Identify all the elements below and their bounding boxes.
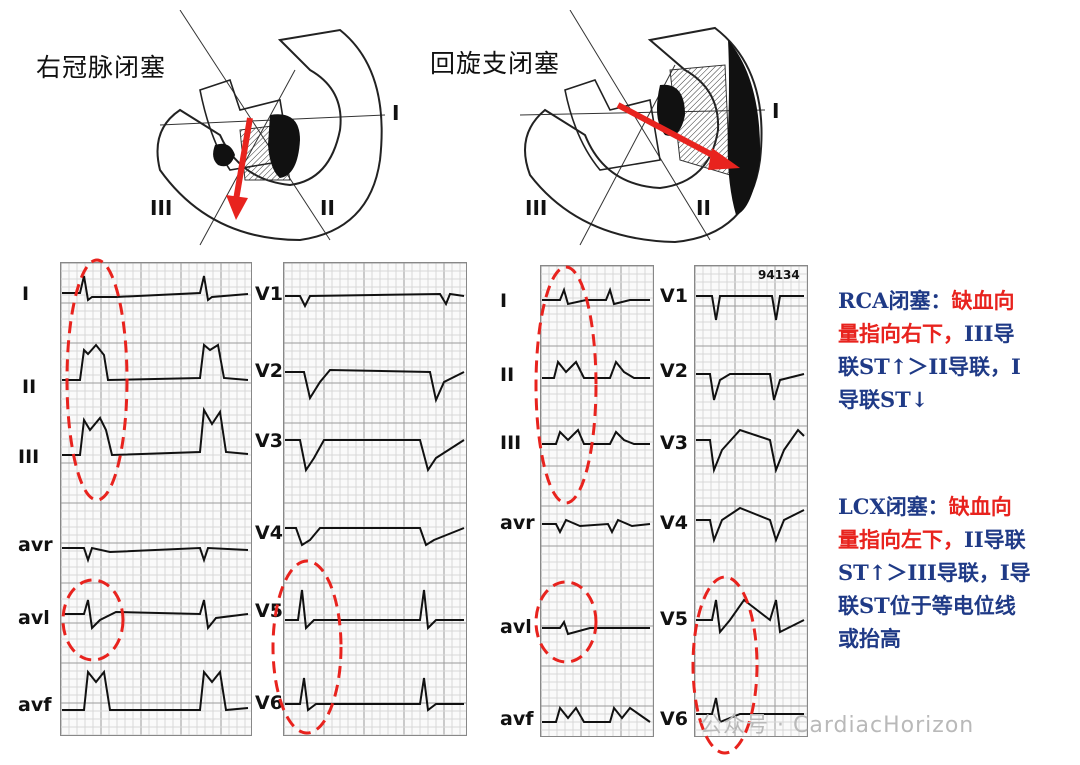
rca-highlight-v5v6 (271, 559, 343, 735)
rca-chest-grid (284, 263, 466, 735)
lcx-lead-V5: V5 (660, 608, 688, 630)
rca-wave-V5 (285, 589, 464, 631)
lcx-note-line2-blue: II导联 (964, 527, 1026, 552)
rca-note: RCA闭塞：缺血向 量指向右下，III导 联ST↑＞II导联，I 导联ST↓ (838, 284, 1021, 416)
rca-wave-avf (62, 669, 249, 712)
lcx-note-line5: 或抬高 (838, 626, 901, 651)
rca-wave-avl (62, 599, 249, 631)
lcx-wave-II (542, 359, 650, 379)
rca-axis-III: III (150, 196, 172, 220)
lcx-note-line3: ST↑＞III导联，I导 (838, 560, 1031, 585)
rca-wave-V4 (285, 527, 465, 547)
lcx-axis-II: II (696, 196, 711, 220)
rca-note-line1-red: 缺血向 (951, 288, 1015, 313)
rca-note-line2-blue: III导 (964, 321, 1015, 346)
lcx-highlight-avl (534, 580, 598, 664)
lcx-heart-diagram: I III II (519, 10, 779, 246)
lcx-lead-II: II (500, 364, 515, 386)
rca-note-line2-red: 量指向右下， (838, 321, 964, 346)
lcx-lead-V1: V1 (660, 285, 688, 307)
rca-wave-V3 (285, 439, 465, 473)
lcx-wave-I (542, 286, 650, 306)
rca-lead-V1: V1 (255, 283, 283, 305)
watermark: 公众号 · CardiacHorizon (700, 713, 975, 738)
rca-heart-diagram: I III II (150, 10, 399, 246)
rca-chest-ecg-strip (283, 262, 467, 736)
lcx-lead-V3: V3 (660, 432, 688, 454)
rca-limb-grid (61, 263, 251, 735)
lcx-wave-V2 (696, 373, 805, 401)
rca-lead-II: II (22, 376, 37, 398)
lcx-lead-V6: V6 (660, 708, 688, 730)
lcx-chest-ecg-strip (694, 265, 808, 737)
rca-lead-V6: V6 (255, 692, 283, 714)
lcx-lead-V2: V2 (660, 360, 688, 382)
rca-wave-V2 (285, 368, 465, 404)
rca-lead-avl: avl (18, 607, 50, 629)
rca-lead-V3: V3 (255, 430, 283, 452)
rca-title: 右冠脉闭塞 (36, 53, 167, 82)
lcx-lead-avr: avr (500, 512, 535, 534)
rca-highlight-avl (61, 578, 125, 662)
lcx-lead-avf: avf (500, 708, 534, 730)
lcx-wave-V5 (696, 598, 805, 635)
lcx-wave-avl (542, 619, 650, 636)
rca-axis-I: I (392, 101, 399, 125)
rca-lead-avr: avr (18, 534, 53, 556)
lcx-note: LCX闭塞：缺血向 量指向左下，II导联 ST↑＞III导联，I导 联ST位于等… (838, 490, 1080, 655)
lcx-note-line2-red: 量指向左下， (838, 527, 964, 552)
lcx-chest-grid (695, 266, 807, 736)
lcx-wave-III (542, 428, 650, 445)
rca-lead-I: I (22, 283, 30, 305)
rca-wave-V1 (285, 292, 465, 309)
lcx-wave-avf (542, 705, 651, 723)
rca-wave-III (62, 406, 249, 457)
lcx-lead-III: III (500, 432, 522, 454)
rca-axis-II: II (320, 196, 335, 220)
rca-wave-avr (62, 546, 249, 564)
lcx-axis-I: I (772, 99, 779, 123)
lcx-note-line1-red: 缺血向 (948, 494, 1012, 519)
lcx-title: 回旋支闭塞 (430, 49, 561, 78)
rca-note-line4: 导联ST↓ (838, 387, 929, 412)
rca-lead-V4: V4 (255, 522, 283, 544)
lcx-wave-V4 (696, 506, 805, 544)
lcx-highlight-v5v6 (691, 575, 759, 755)
rca-wave-I (62, 275, 249, 302)
rca-lead-avf: avf (18, 694, 52, 716)
rca-highlight-inferior (65, 258, 129, 502)
lcx-wave-avr (542, 518, 651, 535)
lcx-note-line4: 联ST位于等电位线 (838, 593, 1016, 618)
lcx-wave-V1 (696, 295, 804, 321)
lcx-lead-V4: V4 (660, 512, 688, 534)
lcx-lead-I: I (500, 290, 508, 312)
rca-wave-V6 (285, 677, 464, 712)
rca-lead-III: III (18, 446, 40, 468)
lcx-lead-avl: avl (500, 616, 532, 638)
ecg-id-label: 94134 (758, 268, 800, 282)
lcx-limb-grid (541, 266, 653, 736)
lcx-axis-III: III (525, 196, 547, 220)
lcx-note-line1-blue: LCX闭塞： (838, 494, 949, 519)
rca-lead-V2: V2 (255, 360, 283, 382)
rca-wave-II (62, 343, 249, 382)
lcx-highlight-inferior (534, 265, 598, 505)
rca-note-line3: 联ST↑＞II导联，I (838, 354, 1021, 379)
lcx-wave-V3 (696, 428, 805, 474)
rca-note-line1-blue: RCA闭塞： (838, 288, 952, 313)
